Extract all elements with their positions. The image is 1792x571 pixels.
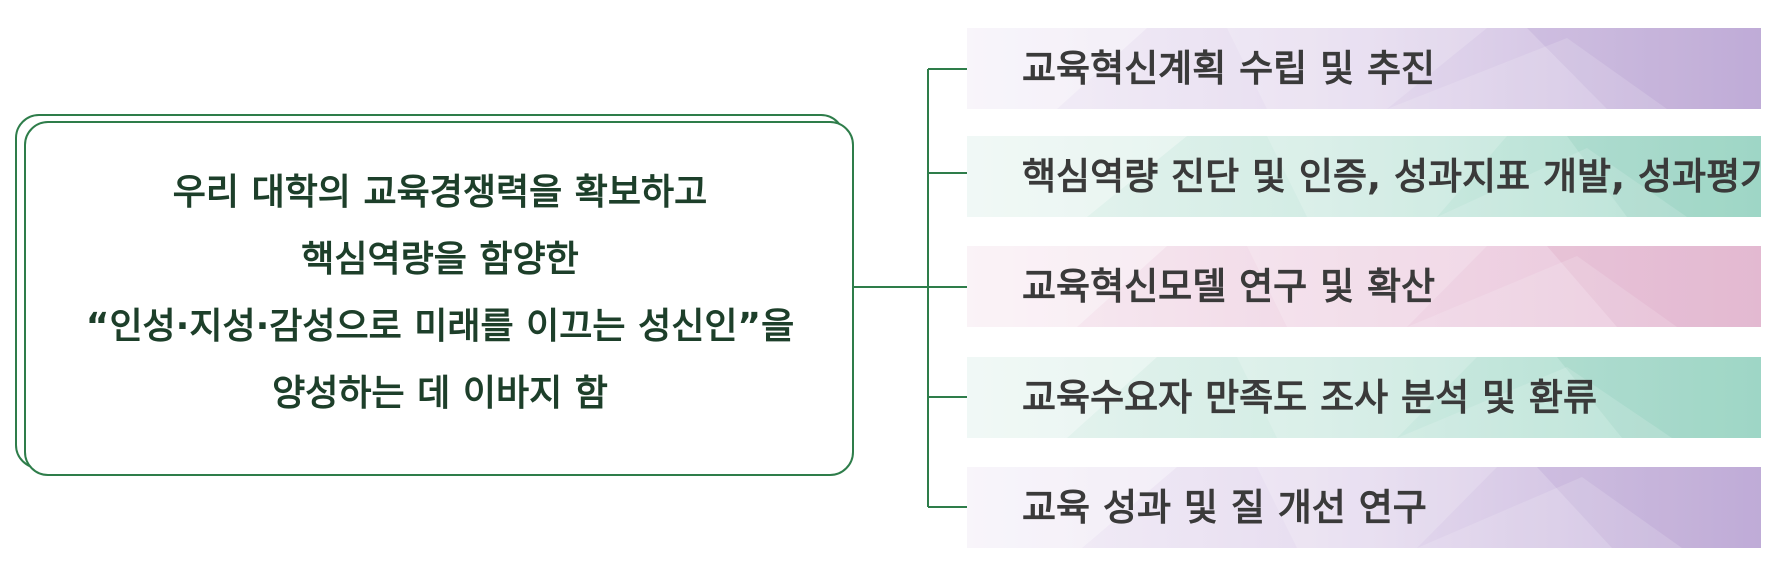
item-facet-pattern (967, 136, 1761, 217)
mission-line: 우리 대학의 교육경쟁력을 확보하고 (172, 172, 708, 213)
function-item: 교육혁신모델 연구 및 확산 (967, 246, 1761, 327)
item-background (967, 246, 1761, 327)
item-label: 교육수요자 만족도 조사 분석 및 환류 (1022, 376, 1598, 419)
item-facet-pattern (967, 467, 1761, 548)
item-background (967, 136, 1761, 217)
item-label: 교육 성과 및 질 개선 연구 (1022, 486, 1427, 529)
item-label: 교육혁신계획 수립 및 추진 (1022, 47, 1436, 90)
function-item: 교육혁신계획 수립 및 추진 (967, 28, 1761, 109)
item-facet-pattern (967, 246, 1761, 327)
mission-line: 핵심역량을 함양한 (301, 239, 579, 280)
mission-statement: 우리 대학의 교육경쟁력을 확보하고 핵심역량을 함양한 “인성·지성·감성으로… (40, 159, 840, 427)
item-facet-pattern (967, 357, 1761, 438)
mission-box (24, 121, 854, 476)
item-label: 교육혁신모델 연구 및 확산 (1022, 265, 1436, 308)
function-item: 핵심역량 진단 및 인증, 성과지표 개발, 성과평가 (967, 136, 1761, 217)
item-background (967, 28, 1761, 109)
mission-line: “인성·지성·감성으로 미래를 이끄는 성신인”을 (85, 306, 795, 347)
mission-line: 양성하는 데 이바지 함 (272, 373, 608, 414)
item-background (967, 357, 1761, 438)
item-facet-pattern (967, 28, 1761, 109)
item-label: 핵심역량 진단 및 인증, 성과지표 개발, 성과평가 (1022, 155, 1761, 198)
item-background (967, 467, 1761, 548)
function-item: 교육 성과 및 질 개선 연구 (967, 467, 1761, 548)
function-item: 교육수요자 만족도 조사 분석 및 환류 (967, 357, 1761, 438)
